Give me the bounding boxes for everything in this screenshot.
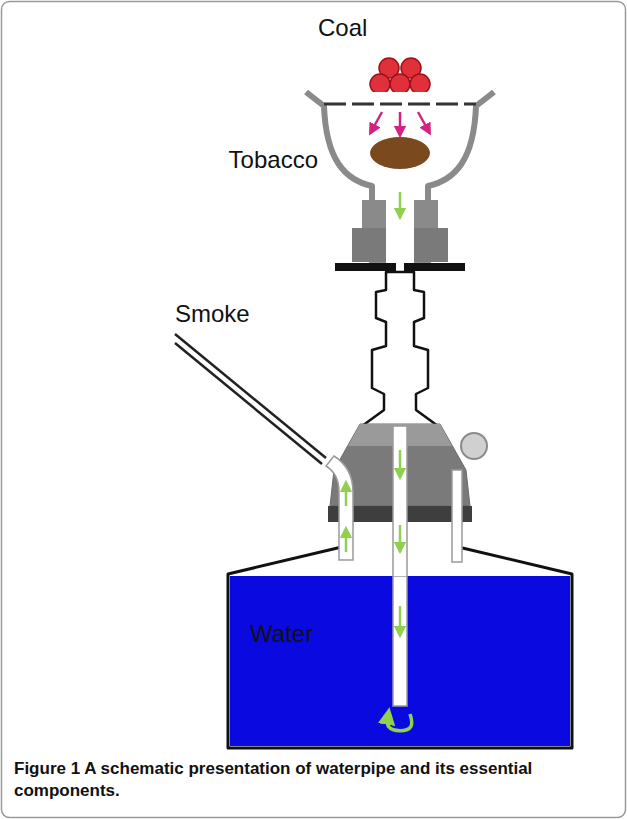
water-region: Water — [230, 576, 570, 746]
ash-plate — [335, 263, 396, 271]
flow-arrow — [345, 532, 348, 552]
part-label: Coal — [318, 14, 367, 42]
downstem — [393, 426, 407, 578]
downstem-in-water — [230, 576, 570, 746]
flow-arrow — [399, 525, 402, 548]
flow-arrow — [399, 450, 402, 474]
smoke-channel — [326, 456, 353, 560]
flow-arrow — [399, 192, 402, 214]
purge-tube — [452, 470, 462, 562]
coal-pieces — [370, 58, 430, 94]
heat-arrows — [372, 112, 428, 132]
flow-arrow — [399, 606, 402, 632]
ash-plate — [404, 263, 465, 271]
figure-caption: Figure 1 A schematic presentation of wat… — [14, 758, 612, 802]
bowl-tube — [386, 176, 414, 266]
downstem — [393, 576, 407, 706]
stem-body — [362, 272, 438, 426]
bubble-arrow — [387, 714, 412, 731]
foil-cover — [324, 103, 476, 106]
flow-arrow — [345, 486, 348, 506]
part-label: Smoke — [175, 300, 250, 328]
part-label: Tobacco — [229, 146, 318, 174]
smoke-hose — [175, 334, 326, 464]
tobacco-lump — [370, 137, 430, 169]
region-label: Water — [250, 620, 313, 648]
valve-knob — [461, 433, 487, 459]
